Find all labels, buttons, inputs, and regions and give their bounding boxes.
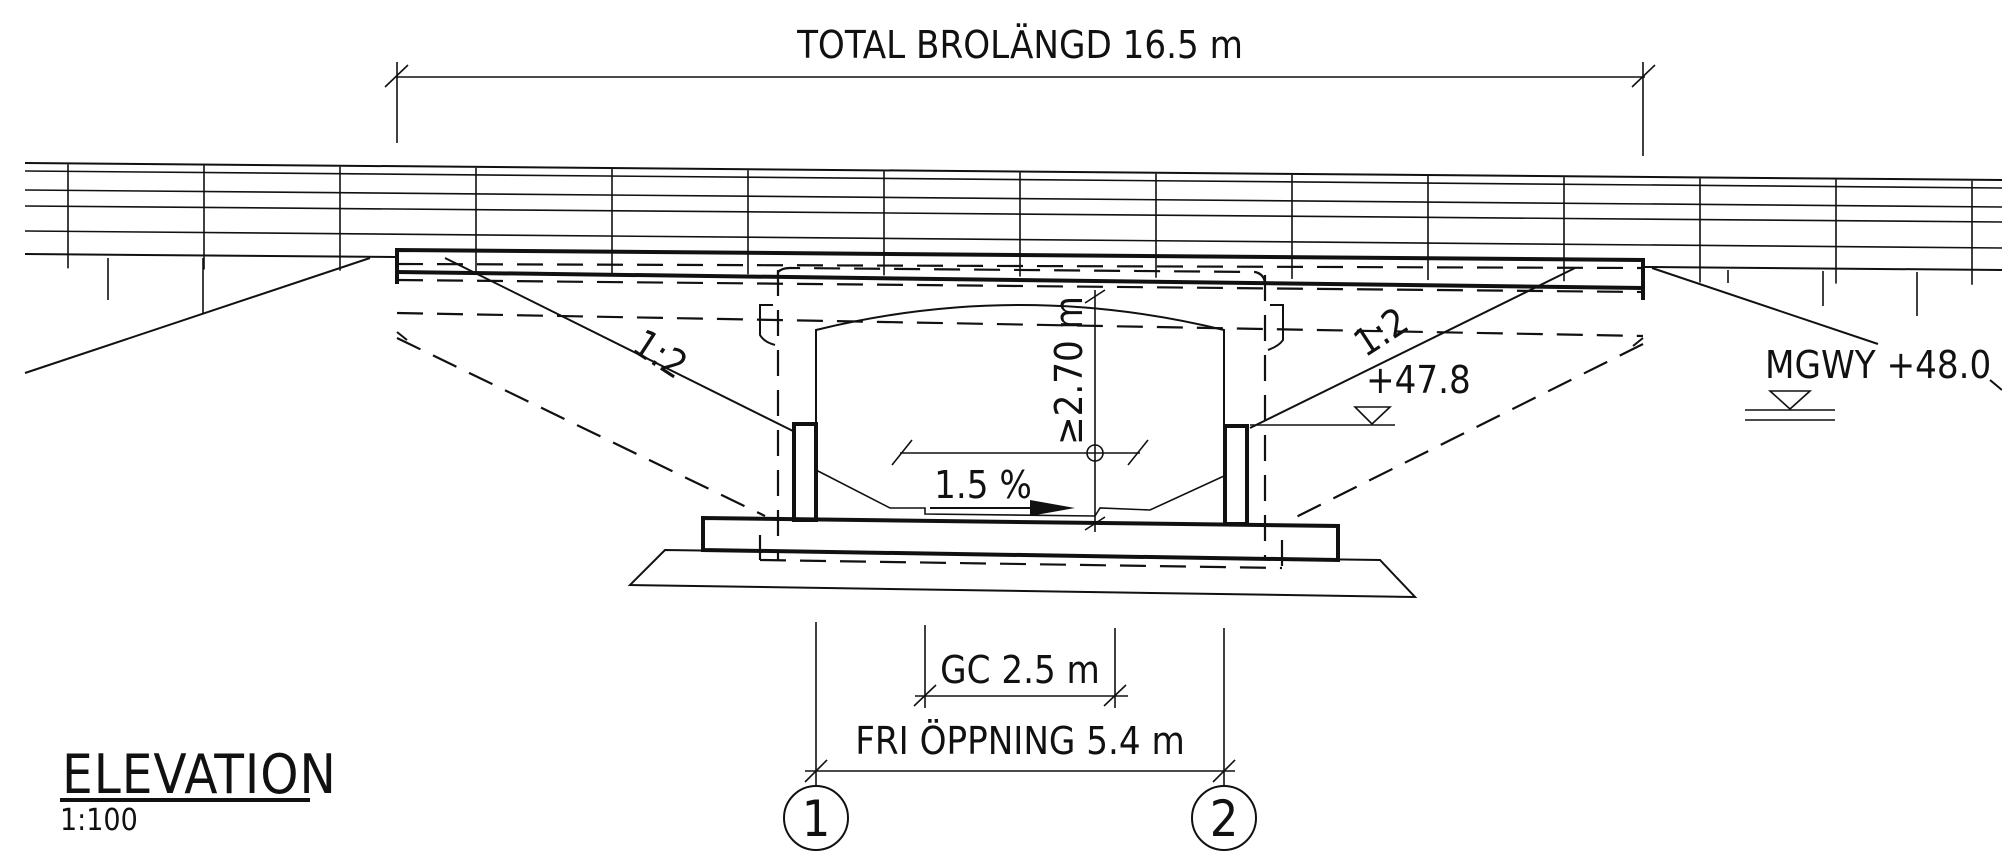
level-marker-right: MGWY +48.0 [1745, 343, 1991, 421]
clearance-dimension: ≥2.70 m 1.5 % [891, 289, 1149, 532]
total-length-dimension: TOTAL BROLÄNGD 16.5 m [384, 23, 1656, 156]
level-right-label: MGWY +48.0 [1765, 343, 1991, 387]
embankments [24, 257, 2002, 433]
title-block: ELEVATION 1:100 [60, 743, 337, 838]
drawing-scale: 1:100 [60, 803, 138, 838]
slope-right-label: 1:2 [1346, 299, 1416, 366]
gradient-label: 1.5 % [934, 463, 1032, 507]
drawing-title: ELEVATION [62, 743, 337, 806]
clearance-label: ≥2.70 m [1047, 296, 1091, 445]
hidden-lines [396, 262, 1644, 570]
support-1-label: 1 [802, 790, 831, 848]
bridge-deck [395, 247, 1645, 351]
level-marker-left: +47.8 [1250, 358, 1471, 426]
level-left-label: +47.8 [1366, 358, 1471, 402]
support-1-marker: 1 [783, 785, 849, 851]
total-length-label: TOTAL BROLÄNGD 16.5 m [796, 23, 1243, 67]
gradient-arrow [1030, 500, 1075, 516]
gc-dimension: GC 2.5 m [913, 625, 1128, 708]
free-opening-dimension: FRI ÖPPNING 5.4 m [804, 622, 1236, 785]
railing [24, 162, 2002, 285]
underpass-frame [627, 304, 1418, 599]
gc-width-label: GC 2.5 m [940, 648, 1100, 692]
support-2-label: 2 [1210, 790, 1239, 848]
free-opening-label: FRI ÖPPNING 5.4 m [855, 719, 1185, 763]
support-2-marker: 2 [1191, 785, 1257, 851]
